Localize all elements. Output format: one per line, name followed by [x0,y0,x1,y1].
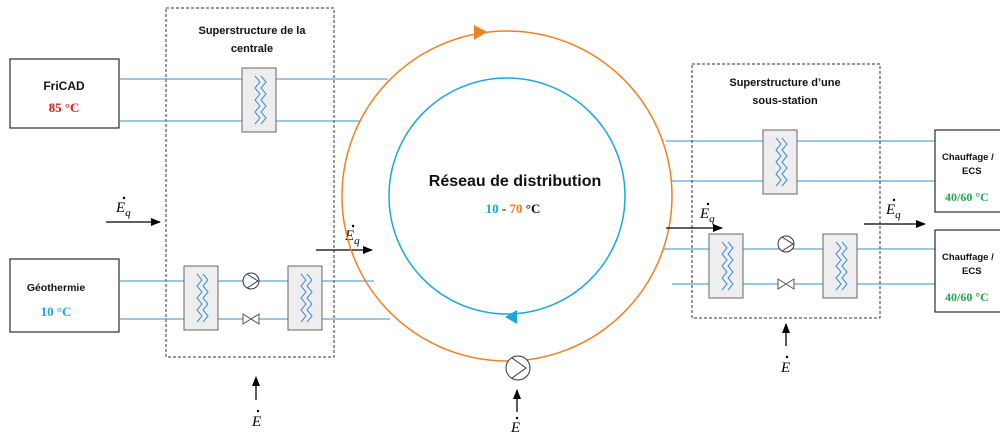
valve-icon [242,313,260,325]
geothermie-box: Géothermie 10 °C [9,258,120,333]
consumer-top-temp: 40/60 °C [945,190,989,204]
heat-exchanger-substation-2 [822,233,858,299]
e-symbol-substation: E [780,360,790,376]
network-pump-icon [505,355,531,381]
inner-ring-cold [388,77,626,315]
eq-symbol-consumer: Eq [885,202,901,221]
network-temp: 10 - 70 °C [486,201,541,216]
e-symbol-central: E [251,414,261,430]
consumer-bottom-line2: ECS [962,266,982,277]
valve-icon [777,278,795,290]
substation-title-line1: Superstructure d’une [729,77,840,89]
consumer-bottom-temp: 40/60 °C [945,290,989,304]
network-title: Réseau de distribution [429,173,601,190]
heat-exchanger-substation-top [762,129,798,195]
fricad-box: FriCAD 85 °C [9,58,120,129]
central-title-line2: centrale [231,43,273,55]
eq-symbol-central: Eq [344,228,360,247]
consumer-top-line2: ECS [962,166,982,177]
consumer-box-top: Chauffage / ECS 40/60 °C [934,129,1000,213]
eq-symbol-substation: Eq [699,206,715,225]
geothermie-label: Géothermie [27,282,86,294]
consumer-bottom-line1: Chauffage / [942,252,994,263]
central-superstructure-frame [165,7,335,358]
outer-ring-hot [341,30,673,362]
heat-exchanger-fricad [241,67,277,133]
inner-ring-arrow [505,310,517,324]
eq-symbol-left: Eq [115,200,131,219]
pump-icon [777,235,795,253]
substation-title-line2: sous-station [752,95,818,107]
heat-exchanger-geo-1 [183,265,219,331]
e-symbol-network: E [510,420,520,434]
fricad-pipes [119,78,935,320]
consumer-top-line1: Chauffage / [942,152,994,163]
outer-ring-arrow [474,25,487,40]
pump-icon [242,272,260,290]
geothermie-temp: 10 °C [41,304,72,319]
consumer-box-bottom: Chauffage / ECS 40/60 °C [934,229,1000,313]
fricad-temp: 85 °C [49,100,80,115]
central-title-line1: Superstructure de la [199,25,307,37]
substation-superstructure-frame [691,63,881,319]
fricad-label: FriCAD [43,79,85,93]
heat-exchanger-substation-1 [708,233,744,299]
heat-exchanger-geo-2 [287,265,323,331]
